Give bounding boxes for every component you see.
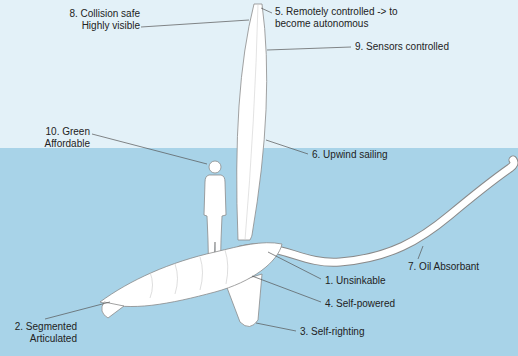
callout-label: 7. Oil Absorbant: [408, 261, 513, 273]
callout-label: 4. Self-powered: [325, 298, 435, 310]
hull-segments: [150, 250, 228, 298]
callout-label: 5. Remotely controlled -> to become auto…: [275, 6, 410, 30]
sail: [237, 4, 267, 240]
callout-label: 9. Sensors controlled: [355, 41, 495, 53]
callout-label: 2. Segmented Articulated: [5, 321, 77, 345]
callout-label: 1. Unsinkable: [325, 275, 425, 287]
callout-label: 6. Upwind sailing: [312, 149, 432, 161]
callout-label: 3. Self-righting: [300, 326, 410, 338]
bow-fin: [102, 302, 124, 318]
hull: [100, 243, 282, 307]
callout-label: 10. Green Affordable: [28, 126, 90, 150]
callout-label: 8. Collision safe Highly visible: [48, 8, 140, 32]
mast: [245, 4, 258, 240]
